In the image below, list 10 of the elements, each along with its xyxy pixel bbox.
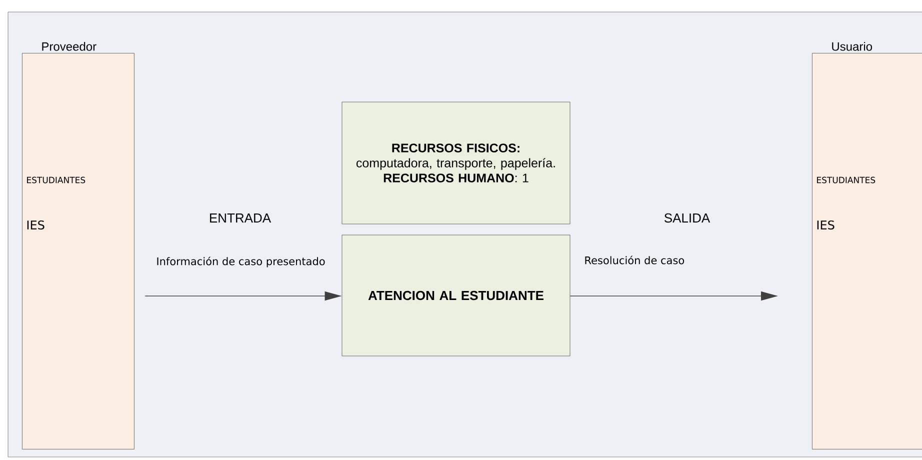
edge-label: Resolución de caso <box>585 256 684 264</box>
entity-box: Proveedor ESTUDIANTES IES <box>22 42 134 450</box>
process-box: ATENCION AL ESTUDIANTE <box>342 234 570 356</box>
edge-label: Información de caso presentado <box>157 256 325 268</box>
node-label: Proveedor <box>42 42 96 51</box>
node-label: Usuario <box>832 42 872 51</box>
stage-label: ENTRADA <box>210 214 272 222</box>
entity-box: Usuario ESTUDIANTES IES <box>812 42 922 450</box>
process-box: RECURSOS FISICOS: computadora, transporte, papelería. RECURSOS HUMANO: 1 <box>342 102 570 224</box>
stage-label: SALIDA <box>664 213 710 223</box>
